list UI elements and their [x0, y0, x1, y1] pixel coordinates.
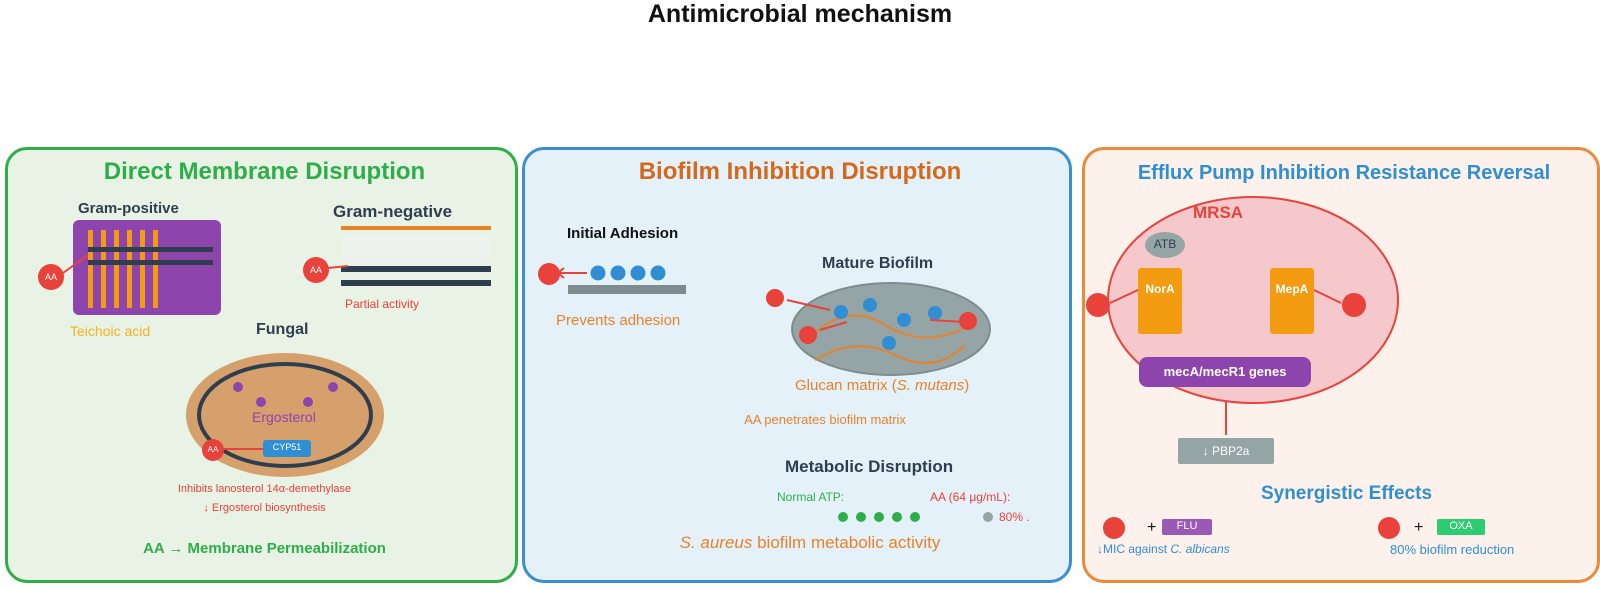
normal-atp-label: Normal ATP:	[777, 490, 845, 504]
cyp51-label: CYP51	[272, 442, 302, 452]
pbp2a-label: ↓ PBP2a	[1202, 444, 1250, 458]
partial-activity-label: Partial activity	[345, 297, 420, 311]
membrane-graphics	[38, 220, 491, 477]
genes-label: mecA/mecR1 genes	[1163, 364, 1287, 379]
aa-marker	[538, 263, 560, 285]
aa-dose-label: AA (64 μg/mL):	[930, 490, 1011, 504]
aa-marker	[1378, 517, 1400, 539]
gram-positive-label: Gram-positive	[78, 200, 179, 217]
fungal-cell-membrane	[197, 362, 373, 468]
synergistic-effects-label: Synergistic Effects	[1260, 483, 1433, 504]
gram-negative-outer-membrane	[341, 226, 491, 230]
fungal-label: Fungal	[256, 321, 309, 338]
biofilm-graphics	[538, 263, 993, 522]
aa-marker	[766, 289, 784, 307]
aa-marker	[799, 326, 817, 344]
panel-efflux-pump: Efflux Pump Inhibition Resistance Revers…	[1082, 147, 1600, 583]
oxa-box	[1437, 519, 1485, 535]
aa-marker	[1342, 293, 1366, 317]
aa-marker	[38, 264, 64, 290]
metabolic-activity-label: S. aureus biofilm metabolic activity	[679, 533, 941, 552]
panel-heading: Direct Membrane Disruption	[103, 158, 426, 185]
mic-reduction-label: ↓MIC against C. albicans	[1097, 542, 1230, 556]
adhesion-surface	[568, 285, 686, 294]
biofilm-reduction-label: 80% biofilm reduction	[1390, 542, 1515, 557]
plus-sign: +	[1414, 519, 1424, 536]
gram-negative-periplasm	[341, 236, 491, 262]
aa-label: AA	[309, 265, 322, 275]
membrane-permeabilization-label: AA → Membrane Permeabilization	[143, 540, 386, 557]
aa-label: AA	[207, 445, 219, 454]
pbp2a-box	[1178, 438, 1274, 464]
aa-label: AA	[44, 272, 57, 282]
metabolic-disruption-label: Metabolic Disruption	[785, 457, 954, 476]
aa-marker	[202, 439, 224, 461]
aa-marker	[959, 312, 977, 330]
gram-negative-label: Gram-negative	[333, 202, 453, 221]
cyp51-box	[263, 440, 311, 457]
glucan-matrix-label: Glucan matrix (S. mutans)	[795, 377, 970, 394]
biofilm-bacteria	[834, 298, 942, 350]
mepa-label: MepA	[1275, 282, 1309, 296]
mepa-pump	[1270, 268, 1314, 334]
ergosterol-label: Ergosterol	[252, 409, 316, 425]
gram-negative-membrane-line	[341, 280, 491, 286]
diagram-title: Antimicrobial mechanism	[647, 0, 953, 28]
reduced-atp-dot	[983, 512, 993, 522]
nora-pump	[1138, 268, 1182, 334]
inhibits-demethylase-label: Inhibits lanosterol 14α-demethylase	[177, 483, 352, 495]
oxa-label: OXA	[1449, 520, 1473, 532]
mature-biofilm-label: Mature Biofilm	[822, 255, 934, 272]
gram-positive-membrane-line	[88, 260, 213, 265]
atb-molecule	[1145, 232, 1185, 258]
flu-label: FLU	[1176, 520, 1198, 532]
gram-positive-cell	[73, 220, 221, 315]
normal-atp-dots	[838, 512, 920, 522]
aa-marker	[1103, 517, 1125, 539]
plus-sign: +	[1147, 519, 1157, 536]
bacteria-dots	[590, 265, 666, 281]
panel-heading: Efflux Pump Inhibition Resistance Revers…	[1137, 162, 1551, 184]
panel-membrane-disruption: Direct Membrane Disruption Gram-positive…	[5, 147, 518, 583]
gram-negative-membrane-line	[341, 266, 491, 272]
gene-box	[1139, 357, 1311, 387]
flu-box	[1162, 519, 1212, 535]
initial-adhesion-label: Initial Adhesion	[567, 225, 679, 242]
percent-label: 80% .	[999, 510, 1030, 524]
teichoic-acid-label: Teichoic acid	[70, 323, 151, 339]
prevents-adhesion-label: Prevents adhesion	[556, 312, 681, 329]
aa-marker	[303, 257, 329, 283]
efflux-graphics	[1086, 196, 1485, 539]
nora-label: NorA	[1145, 282, 1175, 296]
ergosterol-biosynthesis-label: ↓ Ergosterol biosynthesis	[203, 502, 326, 514]
mrsa-label: MRSA	[1193, 203, 1244, 222]
teichoic-acid-rods	[88, 230, 158, 308]
gram-positive-membrane-line	[88, 247, 213, 252]
panel-biofilm-inhibition: Biofilm Inhibition Disruption Initial Ad…	[522, 147, 1072, 583]
panel-heading: Biofilm Inhibition Disruption	[638, 158, 962, 185]
atb-label: ATB	[1153, 237, 1177, 251]
ergosterol-dots	[233, 382, 338, 407]
penetrates-matrix-label: AA penetrates biofilm matrix	[744, 412, 906, 427]
aa-marker	[1086, 293, 1110, 317]
